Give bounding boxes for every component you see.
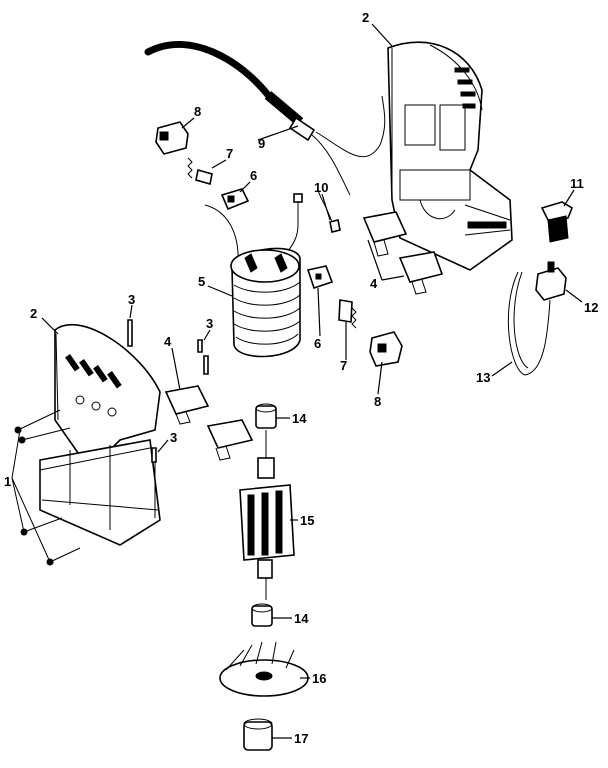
housing-half-left (39, 324, 161, 546)
callout-7-upper: 7 (226, 146, 233, 161)
callout-5: 5 (198, 274, 205, 289)
brush-holder-middle (306, 265, 334, 290)
callout-8-upper: 8 (194, 104, 201, 119)
foot-pads-lower (164, 385, 254, 461)
callout-11: 11 (570, 176, 584, 191)
brush-cap-middle (369, 331, 403, 367)
callout-2-upper: 2 (362, 10, 369, 25)
leader-lines (41, 23, 583, 739)
bearing-lower (251, 603, 273, 627)
switch (535, 261, 567, 301)
callout-16: 16 (312, 671, 326, 686)
callout-14-lower: 14 (294, 611, 309, 626)
callout-3-middle: 3 (206, 316, 213, 331)
brush-cap-upper (155, 121, 189, 155)
brush-middle (338, 299, 357, 329)
bearing-upper (255, 403, 277, 429)
callout-12: 12 (584, 300, 598, 315)
callout-15: 15 (300, 513, 314, 528)
callout-8-middle: 8 (374, 394, 381, 409)
callout-4-lower: 4 (164, 334, 172, 349)
brush-upper (187, 157, 213, 186)
fan (219, 641, 309, 697)
callout-6-middle: 6 (314, 336, 321, 351)
callout-3-top: 3 (128, 292, 135, 307)
callout-labels: 2 8 7 9 6 10 11 5 4 12 3 2 3 6 7 13 4 8 … (4, 10, 598, 746)
power-cord (144, 41, 386, 196)
switch-lead-wire (507, 271, 551, 376)
callout-10: 10 (314, 180, 328, 195)
armature (239, 430, 295, 600)
callout-9: 9 (258, 136, 265, 151)
callout-13: 13 (476, 370, 490, 385)
switch-bracket (540, 201, 573, 243)
callout-17: 17 (294, 731, 308, 746)
callout-2-lower: 2 (30, 306, 37, 321)
field-coil (204, 193, 303, 358)
callout-3-bottom: 3 (170, 430, 177, 445)
callout-14-upper: 14 (292, 411, 307, 426)
foot-pads-upper (362, 211, 444, 295)
callout-4-upper: 4 (370, 276, 378, 291)
brush-holder-upper (220, 188, 250, 211)
wire-lead (317, 189, 341, 233)
housing-half-right (387, 41, 513, 271)
screws (127, 319, 209, 463)
callout-6-upper: 6 (250, 168, 257, 183)
callout-7-middle: 7 (340, 358, 347, 373)
long-screws (11, 409, 81, 566)
bearing-bottom (243, 718, 273, 751)
callout-1: 1 (4, 474, 11, 489)
